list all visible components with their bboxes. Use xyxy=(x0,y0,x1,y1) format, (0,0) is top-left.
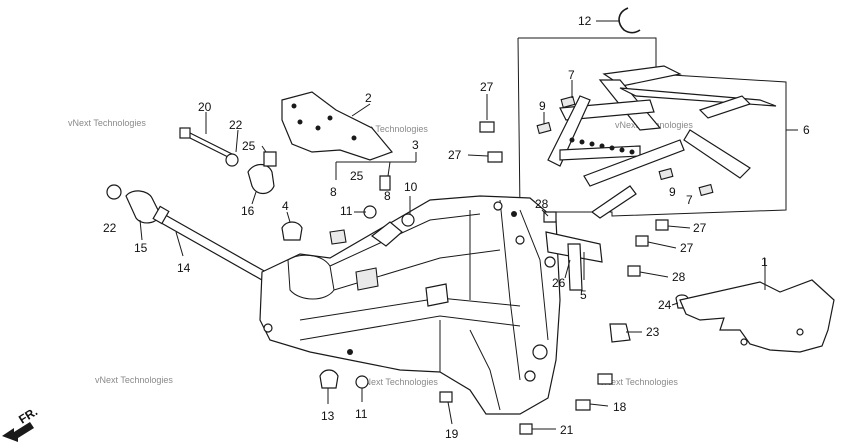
callout-number: 8 xyxy=(330,185,337,199)
callout-number: 27 xyxy=(680,241,694,255)
bracket-part xyxy=(281,91,394,161)
callout-number: 10 xyxy=(404,180,418,194)
callout-number: 27 xyxy=(693,221,707,235)
watermark-text: vNext Technologies xyxy=(95,375,173,385)
fasteners xyxy=(281,121,689,435)
callout-number: 28 xyxy=(672,270,686,284)
callout-number: 15 xyxy=(134,241,148,255)
rear-subframe xyxy=(536,65,777,219)
callout-number: 20 xyxy=(198,100,212,114)
callout-number: 24 xyxy=(658,298,672,312)
callout-number: 25 xyxy=(350,169,364,183)
callout-number: 21 xyxy=(560,423,574,437)
callout-number: 5 xyxy=(580,288,587,302)
bolt-assembly-upper xyxy=(179,127,391,195)
callout-number: 28 xyxy=(535,197,549,211)
callout-number: 1 xyxy=(761,255,768,269)
front-direction-indicator: FR. xyxy=(2,404,40,442)
callout-number: 8 xyxy=(384,189,391,203)
main-frame xyxy=(259,195,603,415)
callout-number: 11 xyxy=(355,407,368,421)
watermark-text: vNext Technologies xyxy=(360,377,438,387)
leader-lines xyxy=(139,20,798,430)
callout-number: 2 xyxy=(365,91,372,105)
bolt-assembly-lower xyxy=(106,184,267,281)
callout-number: 3 xyxy=(412,138,419,152)
callout-number: 22 xyxy=(229,118,243,132)
watermark-text: vNext Technologies xyxy=(68,118,146,128)
callout-number: 7 xyxy=(686,193,693,207)
callout-number: 16 xyxy=(241,204,255,218)
callout-number: 25 xyxy=(242,139,256,153)
callout-number: 7 xyxy=(568,68,575,82)
callout-number: 6 xyxy=(803,123,810,137)
callout-number: 11 xyxy=(340,204,353,218)
callout-labels: 12 20 22 25 2 27 7 9 6 27 3 8 25 8 10 16… xyxy=(103,14,810,441)
callout-number: 9 xyxy=(539,99,546,113)
callout-number: 18 xyxy=(613,400,627,414)
callout-number: 13 xyxy=(321,409,335,423)
cover-plate xyxy=(679,279,835,353)
callout-number: 22 xyxy=(103,221,117,235)
clip-part xyxy=(618,7,641,34)
arrow-left-icon xyxy=(2,422,34,442)
callout-number: 19 xyxy=(445,427,459,441)
callout-number: 14 xyxy=(177,261,191,275)
callout-number: 23 xyxy=(646,325,660,339)
callout-number: 4 xyxy=(282,199,289,213)
callout-number: 27 xyxy=(448,148,462,162)
direction-label: FR. xyxy=(16,404,40,426)
callout-number: 12 xyxy=(578,14,592,28)
watermark-text: vNext Technologies xyxy=(600,377,678,387)
callout-number: 27 xyxy=(480,80,494,94)
watermark-text: vNext Technologies xyxy=(350,124,428,134)
callout-number: 9 xyxy=(669,185,676,199)
callout-number: 26 xyxy=(552,276,566,290)
